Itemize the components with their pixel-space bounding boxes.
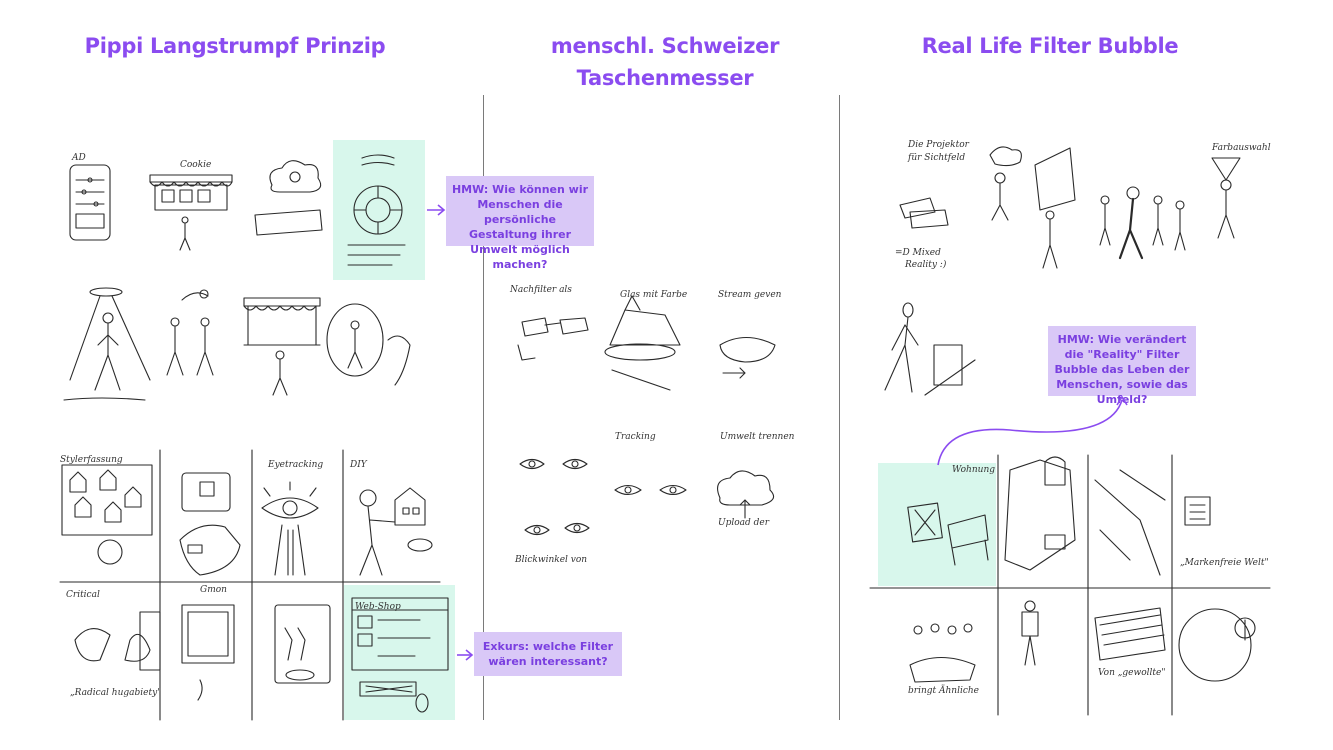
handwriting: Eyetracking [268,460,324,470]
column-divider-right [839,95,840,720]
handwriting: Nachfilter als [510,285,572,295]
exkurs-callout-filter: Exkurs: welche Filter wären interessant? [474,632,622,676]
handwriting: Die Projektor [908,140,969,150]
hmw-callout-filter-bubble: HMW: Wie verändert die "Reality" Filter … [1048,326,1196,406]
handwriting: DIY [350,460,367,470]
handwriting: bringt Ähnliche [908,686,979,696]
handwriting: Von „gewollte" [1098,668,1166,678]
column-title-taschenmesser: menschl. Schweizer Taschenmesser [550,34,780,90]
handwriting: Gmon [200,585,227,595]
handwriting: Glas mit Farbe [620,290,688,300]
highlight-sketch-bubble [878,463,996,586]
highlight-sketch-umwelt-einstellen [333,140,425,280]
column-divider-left [483,95,484,720]
handwriting: =D Mixed [895,248,941,258]
handwriting: Stylerfassung [60,455,123,465]
handwriting: für Sichtfeld [908,153,966,163]
column-title-filter-bubble: Real Life Filter Bubble [921,34,1179,58]
handwriting: Blickwinkel von [515,555,588,565]
handwriting: Wohnung [952,465,996,475]
column-title-pippi: Pippi Langstrumpf Prinzip [84,34,386,58]
handwriting: Farbauswahl [1212,143,1271,153]
handwriting: Stream geven [718,290,782,300]
handwriting: Tracking [615,432,656,442]
handwriting: Web-Shop [355,602,401,612]
handwriting: Umwelt trennen [720,432,795,442]
handwriting: Critical [66,590,100,600]
handwriting: AD [72,153,86,163]
handwriting: „Markenfreie Welt" [1180,558,1269,568]
handwriting: „Radical hugabiety" [70,688,162,698]
handwriting: Upload der [718,518,770,528]
highlight-sketch-webshop [344,585,455,720]
handwriting: Cookie [180,160,212,170]
hmw-callout-umwelt: HMW: Wie können wir Menschen die persönl… [446,176,594,271]
handwriting: Reality :) [905,260,947,270]
